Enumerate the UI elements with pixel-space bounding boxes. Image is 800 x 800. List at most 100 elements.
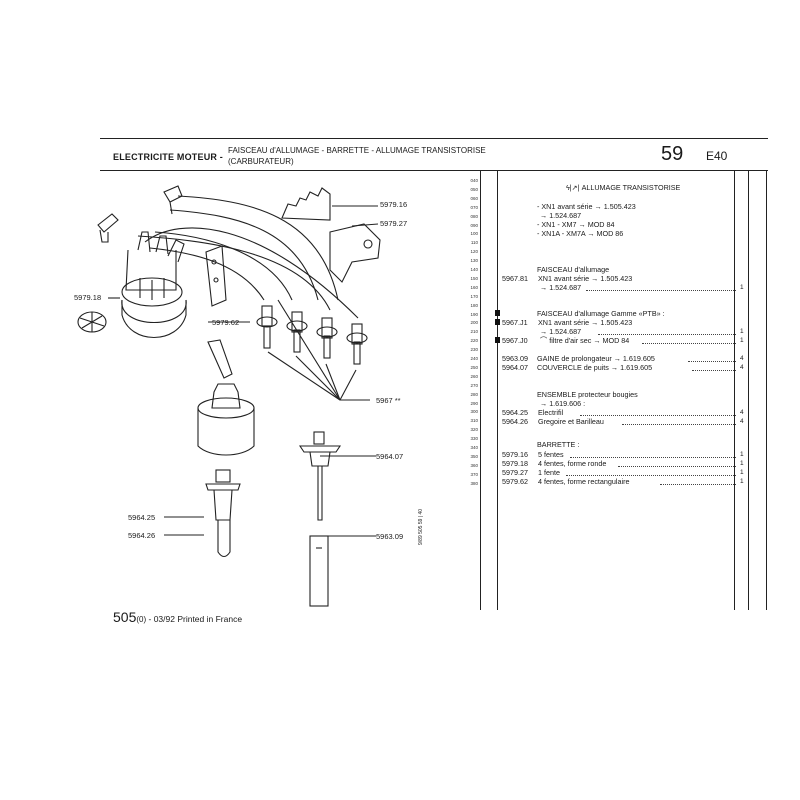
arrow-right-icon: → [613,354,621,363]
g4-r2-desc: 4 fentes, forme ronde [538,459,607,468]
coil-boot [207,339,233,379]
r1-desc: GAINE de prolongateur [537,354,612,363]
line-number: 210 [470,329,478,335]
ignition-wires [137,195,359,319]
part-ref-5979-62: 5979.62 [502,477,528,486]
leader-dots [598,328,736,335]
leader-dots [660,478,736,485]
part-ref-5964-26: 5964.26 [502,417,528,426]
line-number: 160 [470,284,478,290]
label-5967: 5967 ** [376,396,401,405]
label-5979-62: 5979.62 [212,318,240,327]
part-ref-5967-81: 5967.81 [502,274,528,283]
qty: 1 [740,469,744,476]
line-number: 290 [470,400,478,406]
applic1-text: - XN1 avant série [537,202,593,211]
qty: 4 [740,418,744,425]
leader-dots [642,337,736,344]
group3-title: ENSEMBLE protecteur bougies [537,390,638,399]
group-number: 59 [661,143,684,165]
line-number: 240 [470,356,478,361]
rotor-5979-18 [77,311,107,333]
group-code: E40 [706,149,728,163]
g4-r4-desc: 4 fentes, forme rectangulaire [538,477,630,486]
change-marker [495,310,500,316]
part-ref-5979-16: 5979.16 [502,450,528,459]
group2-line1: XN1 avant série → 1.505.423 [538,318,632,327]
arrow-right-icon: → [594,202,602,211]
line-number: 180 [470,302,478,308]
header-bottom-rule [100,170,768,171]
g2-line3-text: filtre d'air sec [549,336,592,345]
line-number: 340 [470,445,478,450]
g1-line1-text: XN1 avant série [538,274,590,283]
column-rule-left [480,170,481,610]
part-ref-5967-j0: 5967.J0 [502,336,528,345]
edition: (0) [136,615,147,624]
line-number: 370 [470,471,478,477]
line-number: 230 [470,347,478,353]
parts-heading-text: ALLUMAGE TRANSISTORISE [581,183,681,192]
qty: 1 [740,337,744,344]
column-rule-edge [766,170,767,610]
subtitle-line1: FAISCEAU d'ALLUMAGE - BARRETTE - ALLUMAG… [228,146,486,155]
barrette-5979-16 [281,187,331,221]
part-ref-5964-25: 5964.25 [502,408,528,417]
extender-5963-09 [309,535,329,607]
ignition-coil [197,383,255,456]
applic-line-4: - XN1A - XM7A → MOD 86 [537,229,623,238]
g1-line2-value: 1.524.687 [549,283,582,292]
line-number: 150 [470,275,478,281]
line-number: 190 [470,311,478,317]
line-number: 260 [470,373,478,379]
line-number: 040 [470,178,478,183]
group1-line2: → 1.524.687 [540,283,581,292]
applic3-text: - XN1 - XM7 [537,220,577,229]
arrow-right-icon: → [591,274,599,283]
line-number: 060 [470,195,478,201]
qty: 4 [740,364,744,371]
applic4-text: - XN1A - XM7A [537,229,586,238]
line-number: 330 [470,436,478,442]
g3-value: 1.619.606 : [549,399,586,408]
applic4-value: MOD 86 [596,229,624,238]
arrow-right-icon: → [540,283,548,292]
g2-line3-value: MOD 84 [602,336,630,345]
label-5964-26: 5964.26 [128,531,156,540]
arrow-right-icon: → [540,327,548,336]
column-rule-qty [734,170,735,610]
line-number: 380 [470,480,478,486]
line-number: 220 [470,338,478,344]
transistor-symbol: ϟ|↗| [566,183,580,192]
g4-r3-desc: 1 fente [538,468,560,477]
group2-line3: ⌒ filtre d'air sec → MOD 84 [540,336,629,345]
qty: 1 [740,328,744,335]
group4-title: BARRETTE : [537,440,580,449]
qty: 4 [740,355,744,362]
plug-boot-left [97,213,119,243]
bracket-5979-62 [205,245,227,307]
line-number: 050 [470,186,478,192]
qty: 1 [740,460,744,467]
well-cover-5964-07 [298,431,342,521]
group3-line: → 1.619.606 : [540,399,585,408]
line-number: 250 [470,364,478,370]
line-number: 170 [470,293,478,299]
g3-r2-desc: Gregoire et Barilleau [538,417,604,426]
line-number: 300 [470,409,478,415]
r1-value: 1.619.605 [622,354,655,363]
label-5979-16: 5979.16 [380,200,408,209]
group1-line1: XN1 avant série → 1.505.423 [538,274,632,283]
line-number: 070 [470,204,478,210]
line-number: 120 [470,249,478,255]
subtitle-line2: (CARBURATEUR) [228,157,294,166]
line-number: 360 [470,462,478,468]
parts-heading: ϟ|↗| ALLUMAGE TRANSISTORISE [566,183,680,192]
g4-r1-desc: 5 fentes [538,450,564,459]
row-couvercle: COUVERCLE de puits → 1.619.605 [537,363,652,372]
leader-dots [580,409,736,416]
page-footer: 505(0) - 03/92 Printed in France [113,609,242,625]
arrow-right-icon: → [578,220,586,229]
leader-dots [618,460,736,467]
distributor-cap [121,231,187,338]
